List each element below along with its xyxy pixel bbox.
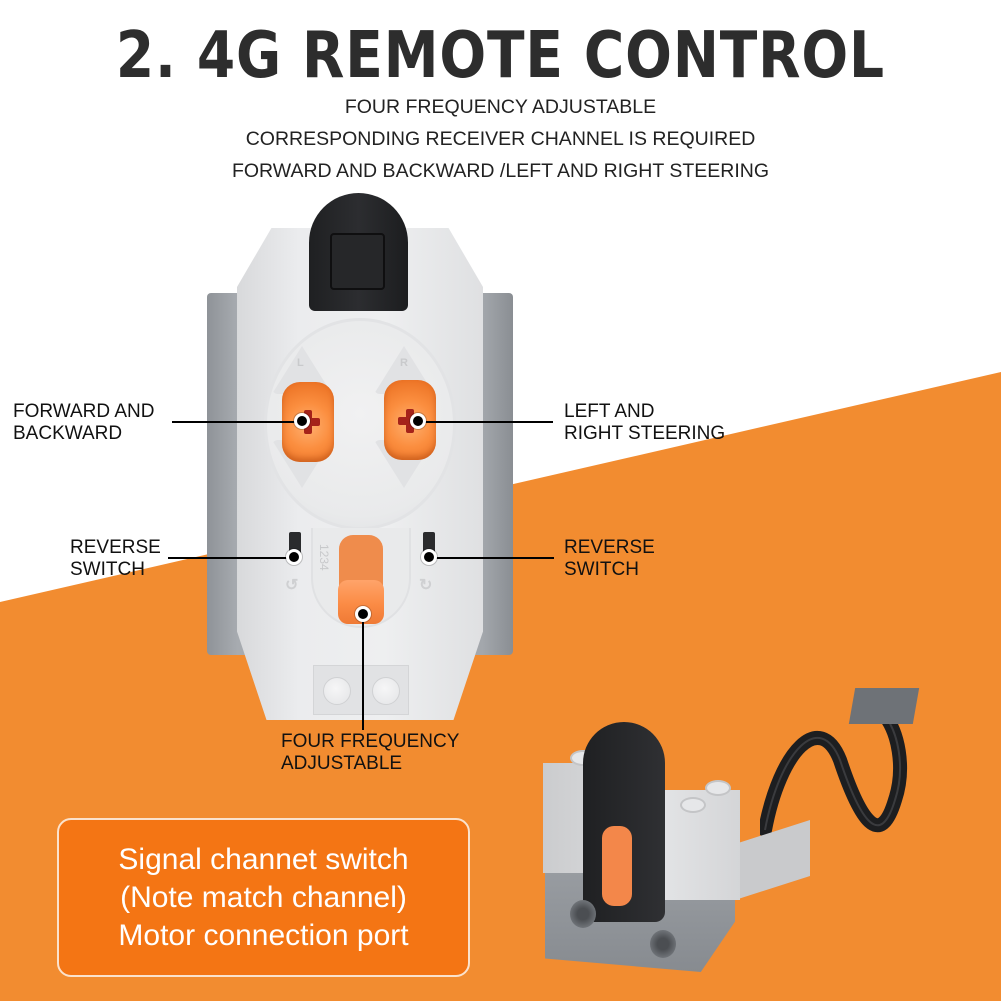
right-stick-letter: R (400, 357, 408, 369)
callout-text: REVERSE (564, 537, 655, 558)
sensor-window (330, 233, 385, 290)
reverse-arrow-icon: ↻ (419, 577, 433, 594)
callout-left-right-steering: LEFT AND RIGHT STEERING (564, 401, 725, 445)
callout-text: ADJUSTABLE (281, 753, 403, 774)
callout-text: RIGHT STEERING (564, 423, 726, 444)
callout-text: SWITCH (70, 559, 145, 580)
stud (680, 797, 706, 813)
pin-hole (570, 900, 596, 928)
callout-dot (355, 606, 371, 622)
cable-icon (760, 703, 907, 837)
callout-line (420, 421, 553, 423)
cable-connector (848, 688, 920, 724)
callout-line (172, 421, 302, 423)
stud (705, 780, 731, 796)
info-line-signal-channel: Signal channet switch (118, 842, 409, 876)
callout-dot (421, 549, 437, 565)
callout-text: LEFT AND (564, 401, 655, 422)
left-stick-letter: L (297, 357, 304, 369)
callout-reverse-switch-right: REVERSE SWITCH (564, 537, 655, 581)
subtitle-line-3: FORWARD AND BACKWARD /LEFT AND RIGHT STE… (231, 160, 770, 182)
callout-reverse-switch-left: REVERSE SWITCH (70, 537, 161, 581)
callout-four-frequency: FOUR FREQUENCY ADJUSTABLE (281, 731, 459, 775)
callout-text: REVERSE (70, 537, 161, 558)
page-title: 2. 4G REMOTE CONTROL (115, 19, 885, 93)
callout-text: FORWARD AND (13, 401, 155, 422)
callout-line (362, 612, 364, 730)
pin-hole (650, 930, 676, 958)
stud (323, 677, 351, 705)
receiver-channel-switch[interactable] (602, 826, 632, 906)
callout-text: SWITCH (564, 559, 639, 580)
callout-line (168, 557, 294, 559)
subtitle-line-1: FOUR FREQUENCY ADJUSTABLE (344, 96, 657, 118)
reverse-arrow-icon: ↺ (285, 577, 299, 594)
callout-forward-backward: FORWARD AND BACKWARD (13, 401, 154, 445)
info-box: Signal channet switch (Note match channe… (57, 818, 470, 977)
callout-line (432, 557, 554, 559)
callout-dot (286, 549, 302, 565)
callout-dot (294, 413, 310, 429)
callout-text: BACKWARD (13, 423, 123, 444)
stud (372, 677, 400, 705)
callout-dot (410, 413, 426, 429)
callout-text: FOUR FREQUENCY (281, 731, 460, 752)
frequency-numbers: 1234 (317, 544, 331, 571)
info-line-motor-port: Motor connection port (118, 918, 409, 952)
subtitle-line-2: CORRESPONDING RECEIVER CHANNEL IS REQUIR… (245, 128, 756, 150)
info-line-note-match: (Note match channel) (120, 880, 407, 914)
